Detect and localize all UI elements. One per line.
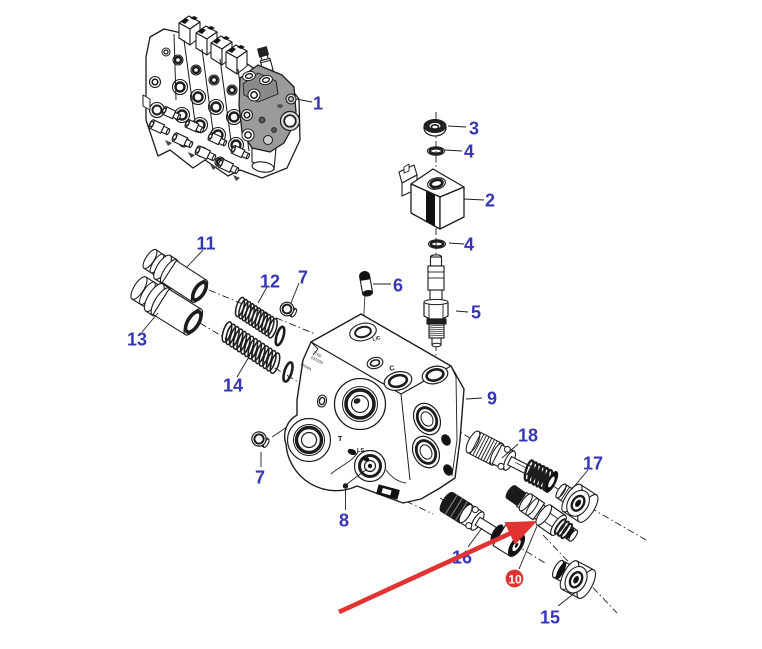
- svg-text:5: 5: [471, 302, 481, 322]
- svg-text:17: 17: [583, 453, 603, 473]
- svg-text:433103: 433103: [310, 355, 325, 366]
- svg-text:2: 2: [485, 190, 495, 210]
- svg-text:1: 1: [313, 93, 323, 113]
- svg-text:10: 10: [508, 573, 522, 587]
- svg-text:L/C: L/C: [372, 335, 382, 343]
- svg-text:LS: LS: [357, 448, 364, 454]
- svg-text:12: 12: [260, 271, 280, 291]
- svg-text:8: 8: [339, 510, 349, 530]
- svg-text:18: 18: [518, 425, 538, 445]
- svg-text:13: 13: [127, 329, 147, 349]
- svg-text:3: 3: [469, 118, 479, 138]
- svg-text:15: 15: [540, 607, 560, 627]
- svg-text:11: 11: [196, 233, 215, 253]
- svg-text:TRIMA: TRIMA: [299, 361, 313, 371]
- svg-text:7: 7: [255, 467, 265, 487]
- svg-text:9: 9: [487, 388, 497, 408]
- svg-text:T: T: [338, 436, 343, 443]
- svg-text:6: 6: [393, 275, 403, 295]
- svg-text:7700: 7700: [312, 350, 323, 359]
- svg-text:7: 7: [298, 267, 308, 287]
- svg-text:4: 4: [464, 234, 474, 254]
- svg-text:4: 4: [464, 141, 474, 161]
- svg-text:C: C: [389, 365, 396, 373]
- svg-text:14: 14: [223, 375, 243, 395]
